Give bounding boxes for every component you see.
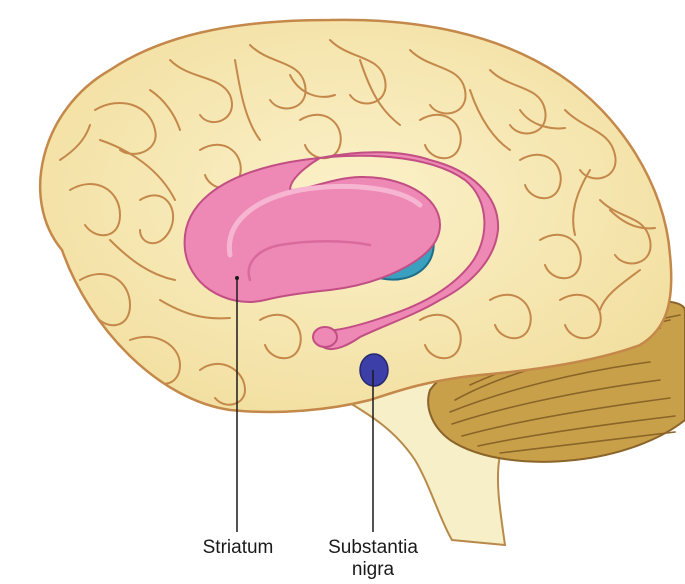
substantia-nigra — [359, 353, 389, 387]
striatum-leader-dot — [235, 276, 239, 280]
striatum-label: Striatum — [202, 537, 274, 558]
striatum — [183, 151, 500, 350]
substantia-nigra-label-line1: Substantia — [328, 537, 418, 558]
cortex-sulci — [59, 39, 656, 406]
substantia-nigra-label: Substantia nigra — [318, 537, 428, 581]
substantia-nigra-label-line2: nigra — [351, 559, 395, 580]
